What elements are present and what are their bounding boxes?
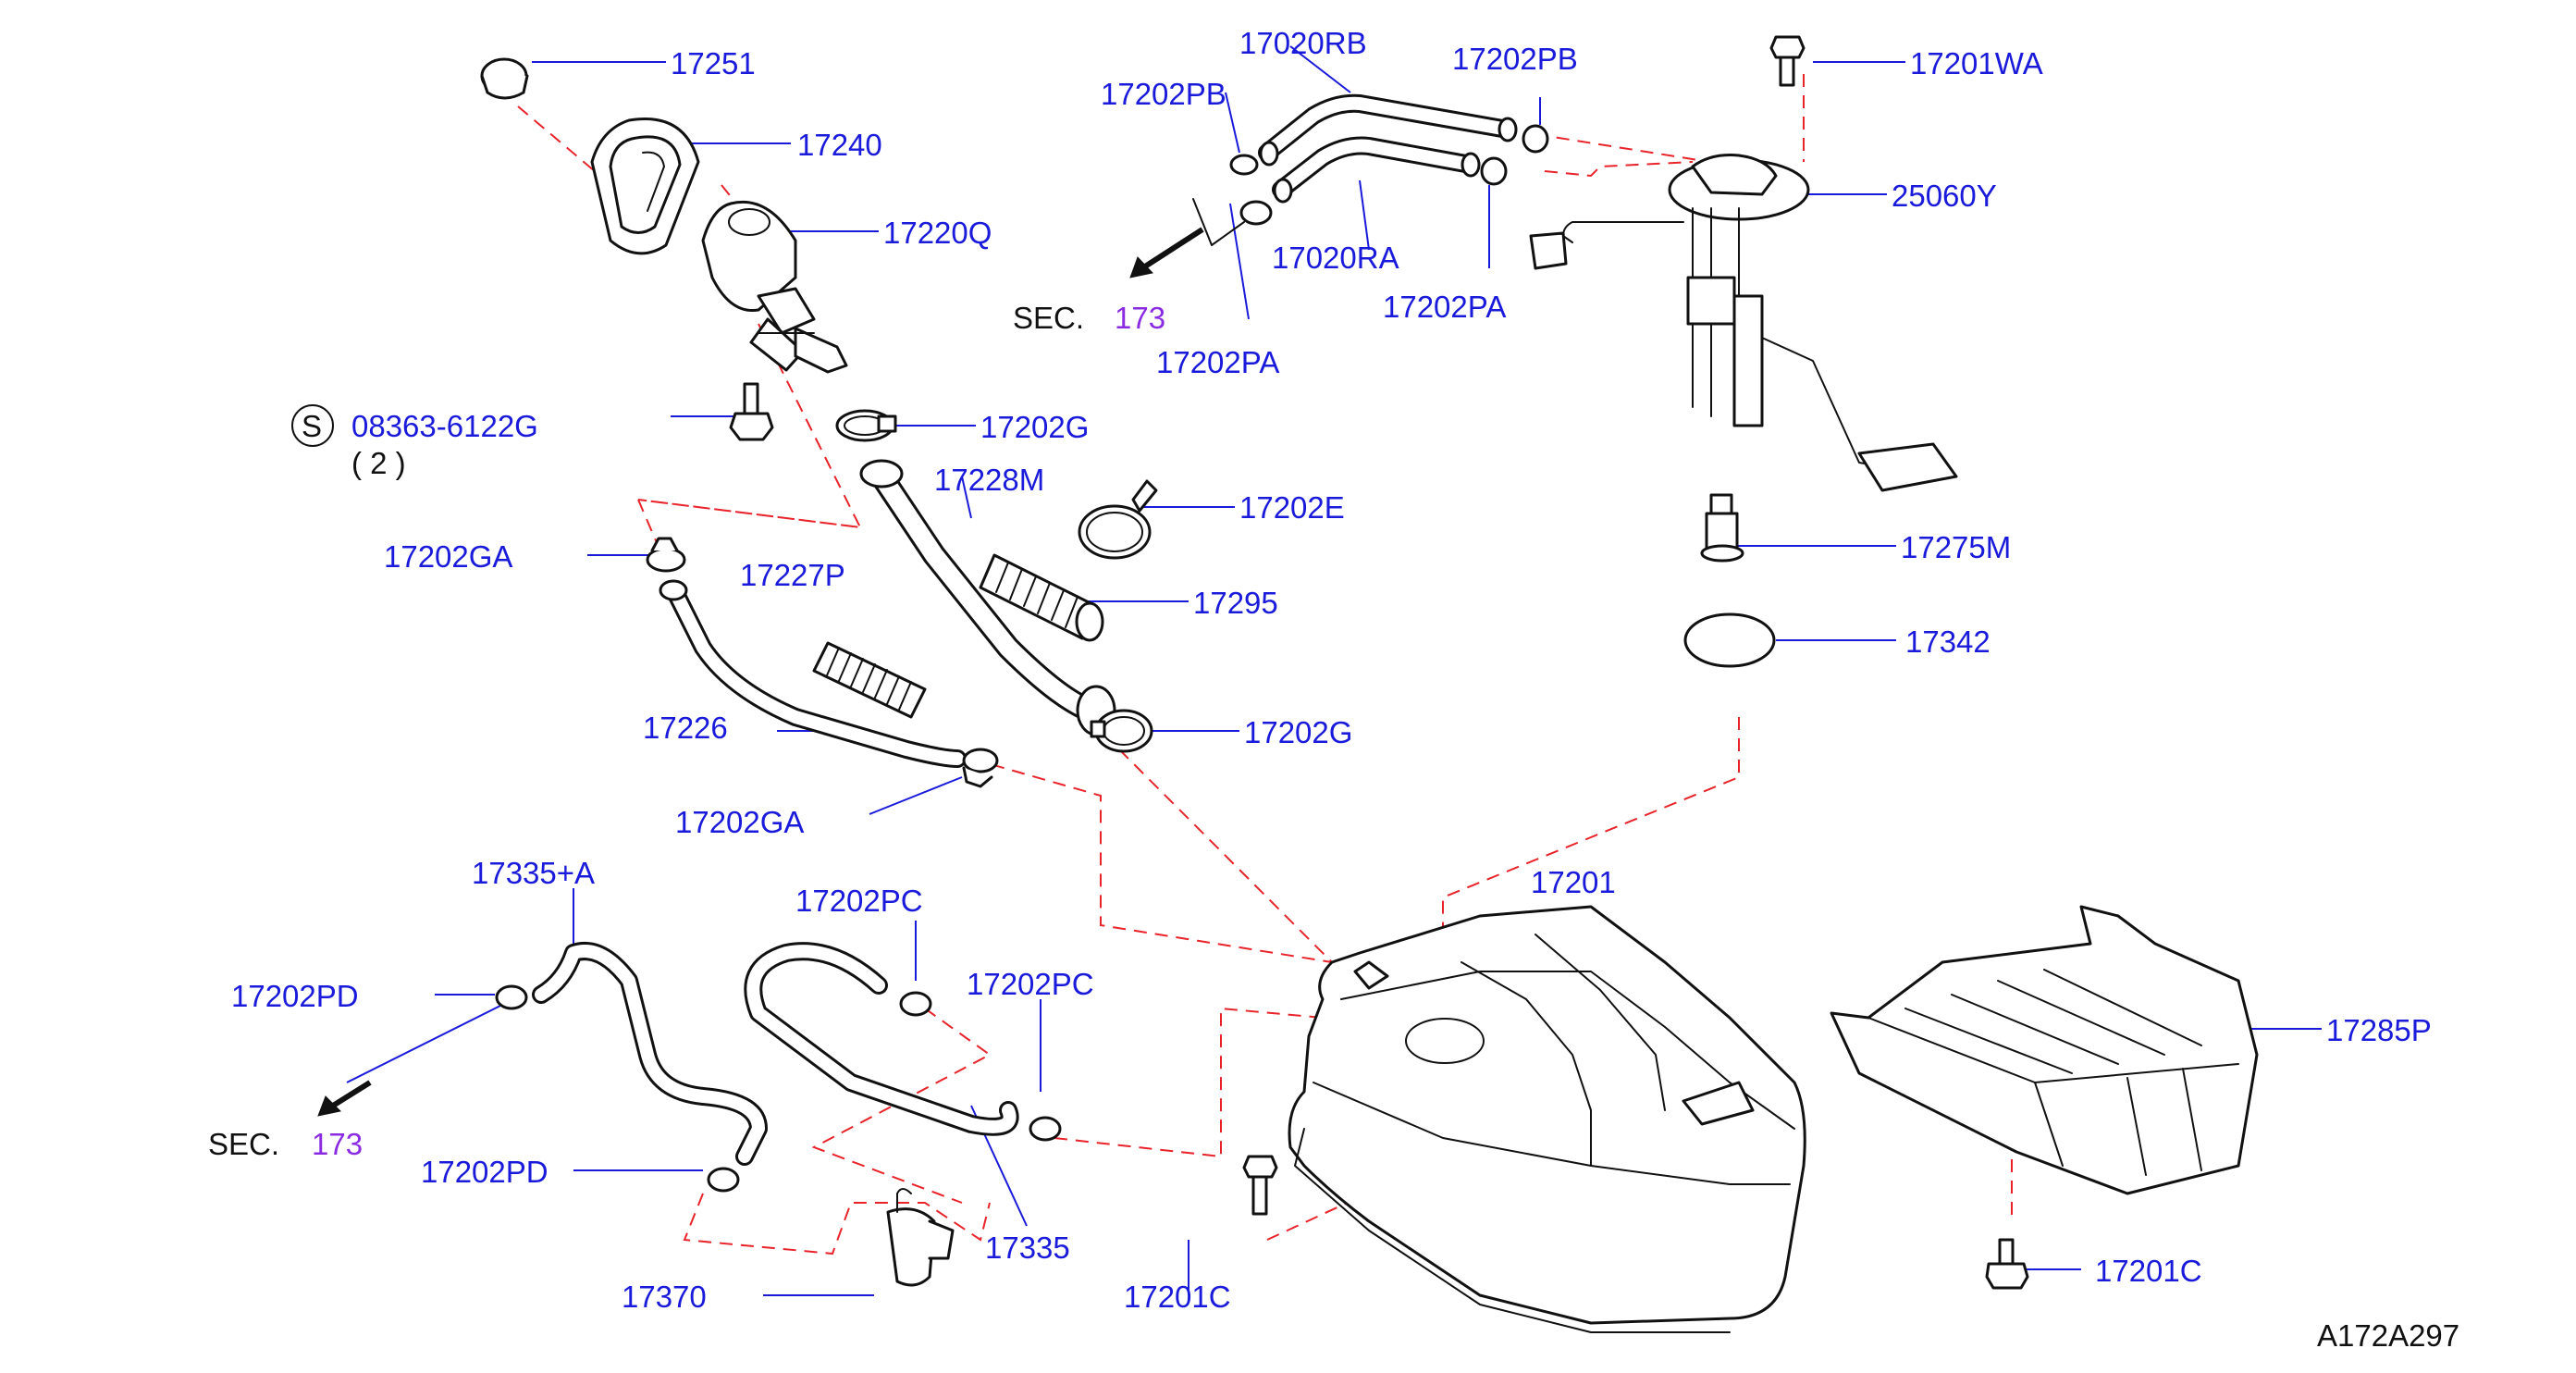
- bolt-17201C-left: [1242, 1155, 1278, 1216]
- circled-s-marker: [291, 404, 334, 447]
- clamp-17202G-top: [835, 409, 897, 442]
- clamp-17202E: [1078, 479, 1158, 560]
- label-17295[interactable]: 17295: [1193, 586, 1278, 620]
- canister-17370: [886, 1188, 955, 1287]
- label-17335-plus-A[interactable]: 17335+A: [472, 856, 595, 890]
- label-17202G-bottom[interactable]: 17202G: [1244, 715, 1352, 749]
- arrow-sec-173-bottom: [317, 1080, 372, 1117]
- label-08363-6122G[interactable]: 08363-6122G: [351, 409, 538, 443]
- label-17202G-top[interactable]: 17202G: [980, 410, 1089, 444]
- label-17275M[interactable]: 17275M: [1901, 530, 2011, 564]
- label-17226[interactable]: 17226: [643, 711, 728, 745]
- label-17202PD-bottom[interactable]: 17202PD: [421, 1155, 548, 1189]
- diagram-reference-id: A172A297: [2317, 1318, 2459, 1353]
- breather-hose-17226: [659, 579, 967, 768]
- label-17251[interactable]: 17251: [671, 46, 756, 80]
- corrugated-tube-17295: [979, 553, 1104, 642]
- sec-ref-bottom-prefix: SEC.: [208, 1127, 279, 1161]
- label-17202GA-top[interactable]: 17202GA: [384, 539, 512, 574]
- label-17227P[interactable]: 17227P: [740, 558, 845, 592]
- sec-ref-bottom-number[interactable]: 173: [312, 1127, 363, 1161]
- clamps-17202PB-PA: [1229, 124, 1549, 226]
- clamps-17202PD: [495, 984, 740, 1193]
- clamps-17202PC: [899, 991, 1062, 1142]
- gasket-17342: [1683, 612, 1776, 668]
- label-17285P[interactable]: 17285P: [2326, 1013, 2432, 1047]
- label-17201WA[interactable]: 17201WA: [1910, 46, 2043, 80]
- sec-ref-top-number[interactable]: 173: [1115, 301, 1165, 335]
- bolt-17201C-right: [1985, 1238, 2029, 1290]
- hose-17335-plus-A: [532, 942, 768, 1166]
- label-17202PA-left[interactable]: 17202PA: [1156, 345, 1279, 379]
- sec-ref-top-prefix: SEC.: [1013, 301, 1084, 335]
- label-17202PD-top[interactable]: 17202PD: [231, 979, 359, 1013]
- protector-17227P: [812, 641, 927, 719]
- filler-cap-17251: [480, 57, 529, 100]
- label-17220Q[interactable]: 17220Q: [883, 216, 992, 250]
- bolt-17201WA: [1769, 35, 1806, 87]
- fuel-pump-sender-25060Y: [1529, 154, 1958, 492]
- label-17370[interactable]: 17370: [622, 1280, 707, 1314]
- label-17020RA[interactable]: 17020RA: [1272, 241, 1399, 275]
- filler-grommet-17240: [590, 118, 700, 255]
- label-quantity-2: ( 2 ): [351, 446, 406, 480]
- label-17202PC-right[interactable]: 17202PC: [967, 967, 1094, 1001]
- filter-17275M: [1700, 493, 1744, 563]
- fuel-tank-17201: [1288, 905, 1806, 1333]
- label-17201C-right[interactable]: 17201C: [2095, 1254, 2202, 1288]
- label-17202PB-right[interactable]: 17202PB: [1452, 42, 1578, 76]
- label-17202GA-bottom[interactable]: 17202GA: [675, 805, 804, 839]
- label-17020RB[interactable]: 17020RB: [1239, 26, 1367, 60]
- tank-protector-17285P: [1830, 905, 2259, 1195]
- label-17342[interactable]: 17342: [1905, 625, 1991, 659]
- label-17201C-left[interactable]: 17201C: [1124, 1280, 1231, 1314]
- clamp-17202GA-top: [646, 537, 686, 573]
- label-17201[interactable]: 17201: [1531, 865, 1616, 899]
- label-17202E[interactable]: 17202E: [1239, 490, 1345, 525]
- hose-17335: [744, 942, 1019, 1136]
- label-17202PA-right[interactable]: 17202PA: [1383, 290, 1506, 324]
- label-17202PC-top[interactable]: 17202PC: [795, 884, 923, 918]
- clamp-17202G-bottom: [1090, 709, 1153, 753]
- part-number-labels: 17251 17240 17220Q S 08363-6122G ( 2 ) 1…: [208, 26, 2459, 1353]
- clamp-17202GA-bottom: [962, 748, 999, 788]
- label-25060Y[interactable]: 25060Y: [1892, 179, 1997, 213]
- arrow-sec-173-top: [1129, 198, 1245, 278]
- screw-08363-6122G: [729, 382, 774, 441]
- filler-neck-17220Q: [701, 200, 848, 374]
- label-17240[interactable]: 17240: [797, 128, 882, 162]
- label-17335[interactable]: 17335: [985, 1231, 1070, 1265]
- vapor-hoses-17020: [1258, 93, 1518, 204]
- circled-s-letter: S: [302, 409, 322, 443]
- label-17228M[interactable]: 17228M: [934, 463, 1044, 497]
- leader-lines: [346, 45, 2322, 1296]
- label-17202PB-left[interactable]: 17202PB: [1101, 77, 1226, 111]
